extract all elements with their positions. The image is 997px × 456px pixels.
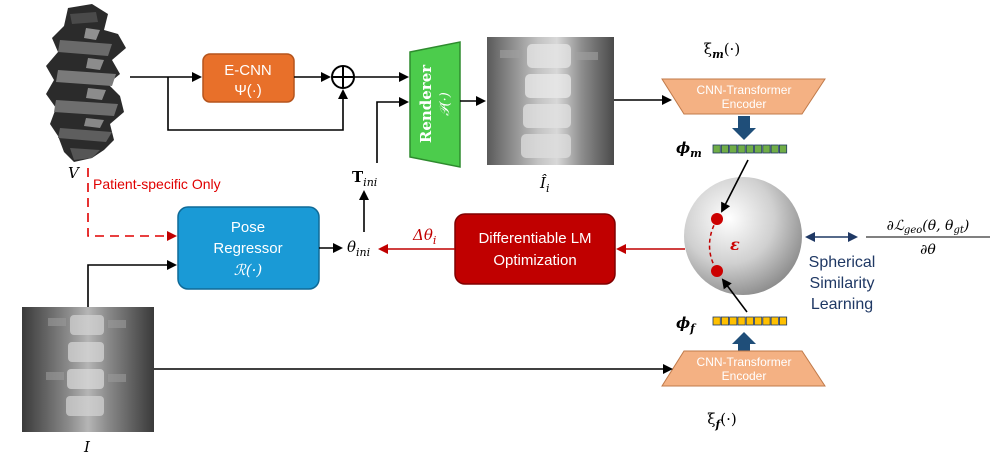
rendered-label: Îi (539, 174, 549, 195)
encoder-m-func: ξm(·) (704, 40, 740, 61)
lm-line2: Optimization (493, 252, 576, 269)
epsilon-label: ε (730, 235, 740, 254)
embedding-point-m (711, 213, 723, 225)
ecnn-func: Ψ(·) (234, 82, 262, 99)
pose-regressor-func: ℛ(·) (234, 261, 263, 279)
pose-regressor-line2: Regressor (213, 240, 282, 257)
lm-optimization-block: Differentiable LM Optimization (454, 213, 616, 285)
feature-f-cell (720, 316, 729, 326)
feature-f-cell (779, 316, 788, 326)
encoder-m-line2: Encoder (722, 97, 767, 111)
feature-f-cell (712, 316, 721, 326)
feature-m-cell (745, 144, 754, 154)
xray-label: I (83, 438, 91, 456)
feature-m-cell (729, 144, 738, 154)
spherical-line1: Spherical (809, 254, 876, 271)
feature-vector-m (712, 144, 788, 154)
encoder-m-output-arrow (732, 116, 756, 140)
ecnn-block: E-CNN Ψ(·) (202, 53, 295, 103)
volume-label: V (68, 164, 81, 182)
feature-m-cell (712, 144, 721, 154)
renderer-block: Renderer 𝒫(·) (409, 41, 461, 168)
gradient-numerator: ∂ℒgeo(θ, θgt) (887, 218, 970, 236)
feature-m-cell (779, 144, 788, 154)
gradient-formula: ∂ℒgeo(θ, θgt) ∂θ (866, 218, 990, 258)
encoder-f-block: CNN-Transformer Encoder (661, 350, 826, 387)
feature-m-cell (762, 144, 771, 154)
feature-m-cell (737, 144, 746, 154)
rendered-image (487, 37, 614, 165)
feature-m-cell (720, 144, 729, 154)
similarity-sphere: ε (684, 177, 802, 295)
pose-regressor-line1: Pose (231, 219, 265, 236)
feature-f-cell (737, 316, 746, 326)
encoder-f-line1: CNN-Transformer (697, 355, 792, 369)
ct-volume-image (46, 4, 126, 162)
feature-f-cell (762, 316, 771, 326)
spherical-line2: Similarity (810, 275, 875, 292)
ecnn-title: E-CNN (224, 62, 272, 79)
encoder-f-line2: Encoder (722, 369, 767, 383)
patient-specific-label: Patient-specific Only (93, 176, 221, 192)
encoder-m-line1: CNN-Transformer (697, 83, 792, 97)
renderer-func: 𝒫(·) (438, 92, 453, 116)
xray-image (22, 307, 154, 432)
renderer-title: Renderer (417, 64, 435, 143)
encoder-m-block: CNN-Transformer Encoder (661, 78, 826, 115)
theta-ini-label: θini (347, 238, 370, 259)
pose-regressor-block: Pose Regressor ℛ(·) (177, 206, 320, 290)
gradient-denominator: ∂θ (920, 242, 936, 258)
feature-f-cell (754, 316, 763, 326)
spherical-line3: Learning (811, 296, 873, 313)
embedding-point-f (711, 265, 723, 277)
feature-m-cell (754, 144, 763, 154)
feature-f-cell (770, 316, 779, 326)
transform-label: Tini (352, 168, 377, 189)
sum-operator (331, 65, 355, 89)
phi-f-label: ϕf (676, 314, 697, 335)
connectors (87, 72, 858, 374)
encoder-f-func: ξf(·) (707, 410, 736, 431)
feature-vector-f (712, 316, 788, 326)
lm-line1: Differentiable LM (478, 230, 591, 247)
feature-f-cell (745, 316, 754, 326)
feature-f-cell (729, 316, 738, 326)
delta-theta-label: Δθi (412, 226, 436, 247)
phi-m-label: ϕm (676, 139, 702, 160)
feature-m-cell (770, 144, 779, 154)
